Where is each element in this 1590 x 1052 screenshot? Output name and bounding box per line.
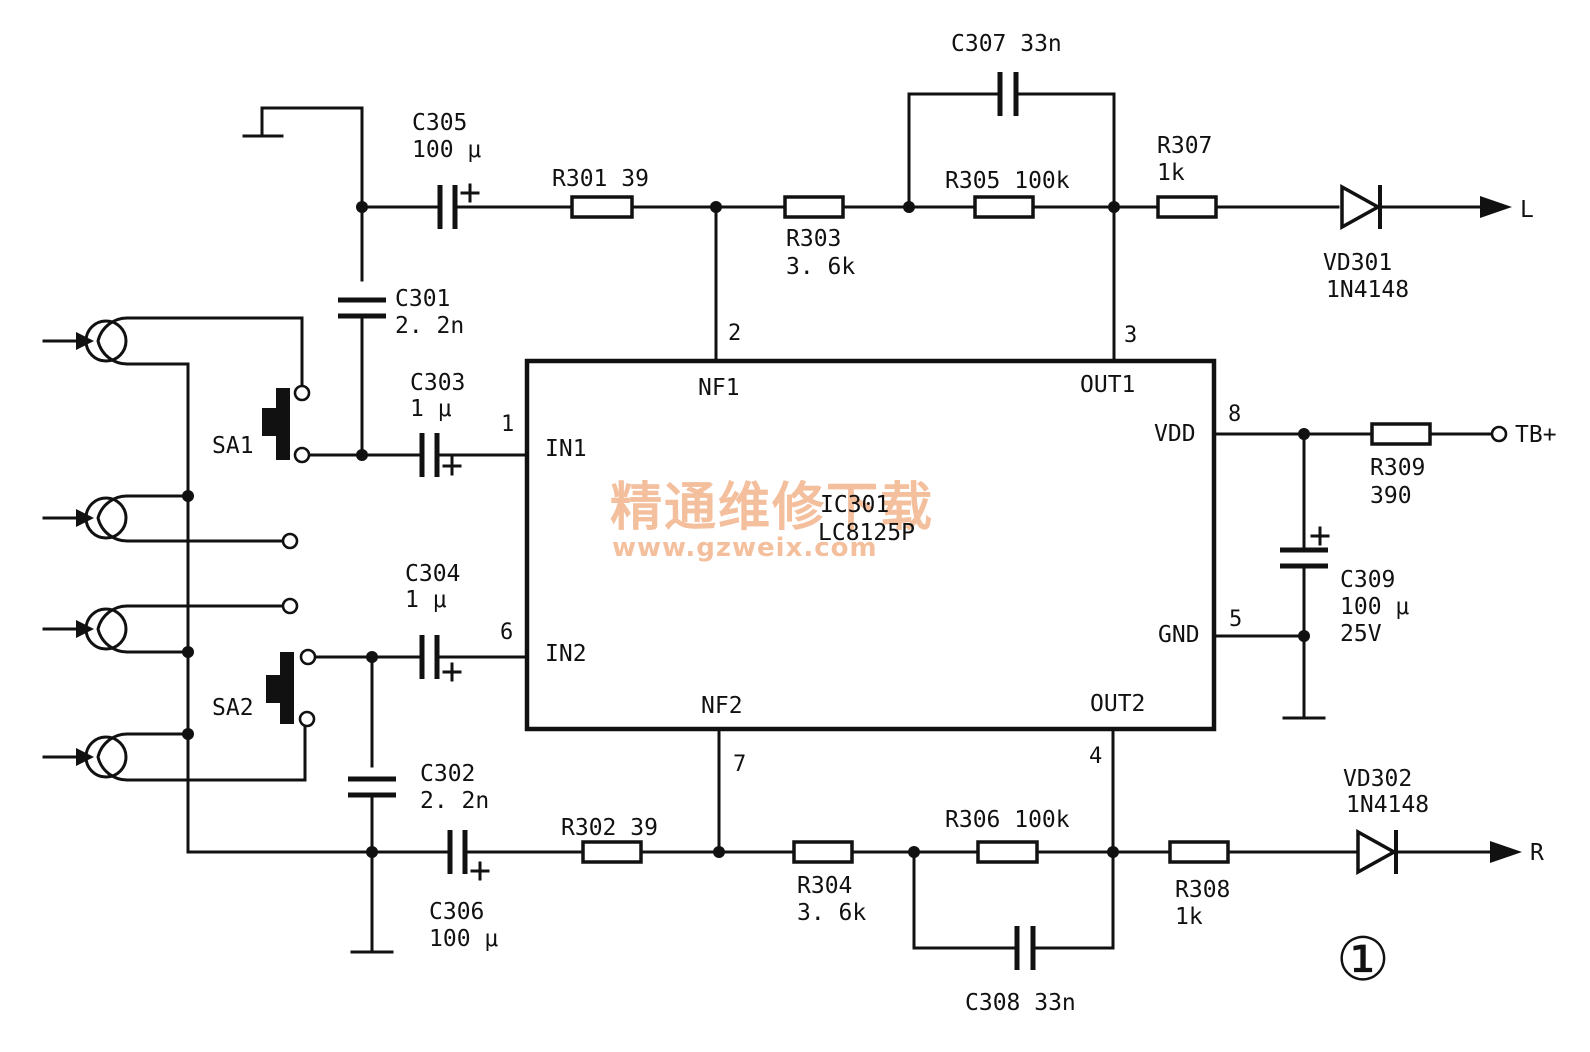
label-supply: TB+: [1515, 422, 1557, 448]
pin-number-3: 3: [1124, 323, 1137, 348]
resistor-r303: [783, 195, 845, 219]
label-r303-val: 3. 6k: [786, 254, 855, 280]
label-c308: C308 33n: [965, 990, 1076, 1016]
label-r309-val: 390: [1370, 483, 1412, 509]
ic-pin-in1: IN1: [545, 436, 587, 462]
label-c306-val: 100 μ: [429, 926, 498, 952]
label-c301-ref: C301: [395, 286, 450, 312]
label-vd301-val: 1N4148: [1326, 277, 1409, 303]
resistor-r309: [1370, 422, 1432, 446]
label-sa1: SA1: [212, 433, 254, 459]
label-out-r: R: [1530, 840, 1544, 866]
label-c301-val: 2. 2n: [395, 313, 464, 339]
diode-vd302: [1356, 829, 1398, 875]
pin-number-8: 8: [1228, 402, 1241, 427]
terminals: [281, 384, 1508, 728]
label-c307: C307 33n: [951, 31, 1062, 57]
label-c304-val: 1 μ: [405, 587, 447, 613]
input-jack-1: [42, 316, 130, 366]
pin-number-5: 5: [1229, 607, 1242, 632]
label-r304-ref: R304: [797, 873, 852, 899]
input-jack-2: [42, 494, 130, 543]
label-c309-val: 100 μ: [1340, 594, 1409, 620]
label-r306: R306 100k: [945, 807, 1070, 833]
label-vd302-val: 1N4148: [1346, 792, 1429, 818]
ic-ref: IC301: [820, 492, 889, 518]
ic-pin-vdd: VDD: [1154, 421, 1196, 447]
capacitor-c308: [1014, 926, 1036, 970]
switch-sa2: [266, 652, 294, 724]
label-c303-ref: C303: [410, 370, 465, 396]
label-r302: R302 39: [561, 815, 658, 841]
capacitor-c302: [348, 776, 396, 798]
input-jack-4: [42, 732, 130, 782]
capacitor-c309: [1280, 526, 1330, 569]
pin-number-4: 4: [1089, 744, 1102, 769]
resistor-r306: [976, 840, 1039, 864]
label-c305-val: 100 μ: [412, 137, 481, 163]
label-c303-val: 1 μ: [410, 396, 452, 422]
resistor-r308: [1168, 840, 1230, 864]
label-vd302-ref: VD302: [1343, 766, 1412, 792]
watermark-title: 精通维修下载: [610, 478, 934, 538]
label-r308-val: 1k: [1175, 904, 1203, 930]
resistor-r307: [1156, 195, 1218, 219]
ic-pin-out1: OUT1: [1080, 372, 1135, 398]
capacitor-c305: [437, 183, 480, 229]
capacitor-c301: [338, 297, 386, 319]
label-r307-val: 1k: [1157, 160, 1185, 186]
label-r309-ref: R309: [1370, 455, 1425, 481]
label-r308-ref: R308: [1175, 877, 1230, 903]
figure-number: ①: [1336, 925, 1390, 995]
diode-vd301: [1340, 184, 1382, 230]
label-r304-val: 3. 6k: [797, 900, 866, 926]
ic-pin-nf2: NF2: [701, 693, 743, 719]
label-r303-ref: R303: [786, 226, 841, 252]
label-r307-ref: R307: [1157, 133, 1212, 159]
junction-dots: [182, 201, 1310, 858]
label-c306-ref: C306: [429, 899, 484, 925]
resistor-r304: [792, 840, 854, 864]
ic-pin-nf1: NF1: [698, 375, 740, 401]
output-arrow-r: [1490, 841, 1522, 863]
resistor-r305: [973, 195, 1035, 219]
label-sa2: SA2: [212, 695, 254, 721]
capacitor-c304: [419, 635, 462, 682]
output-arrow-l: [1480, 196, 1512, 218]
label-r305: R305 100k: [945, 168, 1070, 194]
ic-pin-gnd: GND: [1158, 622, 1200, 648]
capacitor-c303: [419, 433, 462, 477]
resistor-r301: [570, 195, 634, 219]
label-r301: R301 39: [552, 166, 649, 192]
pin-number-2: 2: [728, 321, 741, 346]
pin-number-7: 7: [733, 752, 746, 777]
switch-sa1: [262, 388, 290, 460]
label-vd301-ref: VD301: [1323, 250, 1392, 276]
label-c305-ref: C305: [412, 110, 467, 136]
label-c302-ref: C302: [420, 761, 475, 787]
label-c302-val: 2. 2n: [420, 788, 489, 814]
label-c309-ref: C309: [1340, 567, 1395, 593]
ic301-body: [524, 358, 1217, 732]
capacitor-c306: [447, 830, 490, 881]
ic-pin-in2: IN2: [545, 641, 587, 667]
ic-pin-out2: OUT2: [1090, 691, 1145, 717]
input-jack-3: [42, 604, 130, 654]
pin-number-1: 1: [501, 412, 514, 437]
watermark-url: www.gzweix.com: [612, 533, 878, 563]
capacitor-c307: [997, 72, 1019, 116]
ic-part: LC8125P: [818, 520, 915, 546]
label-out-l: L: [1520, 197, 1534, 223]
pin-number-6: 6: [500, 620, 513, 645]
label-c304-ref: C304: [405, 561, 460, 587]
resistor-r302: [581, 840, 643, 864]
label-c309-volt: 25V: [1340, 621, 1382, 647]
